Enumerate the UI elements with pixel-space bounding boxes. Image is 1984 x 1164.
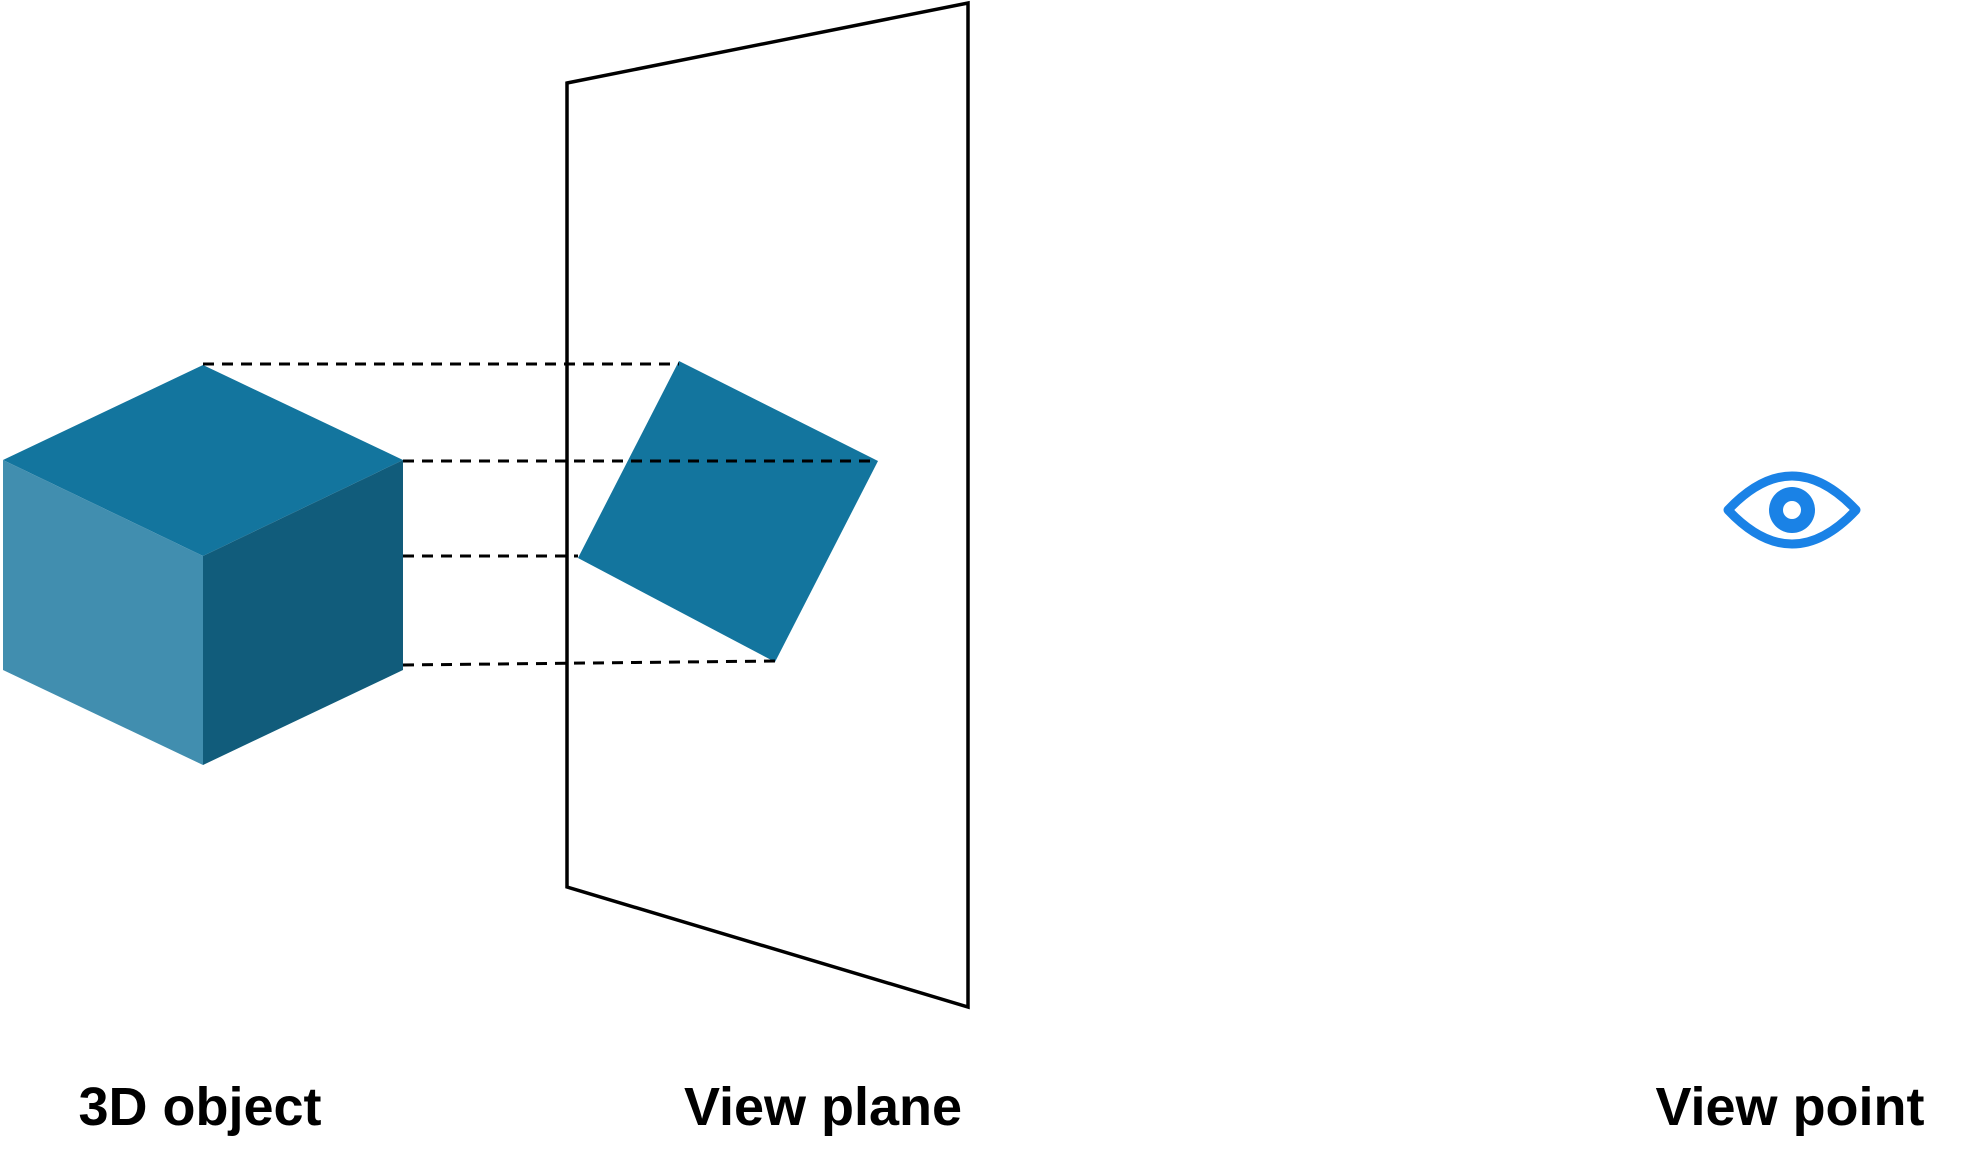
projected-shape: [578, 361, 878, 662]
cube-right-face: [203, 460, 403, 765]
label-view-plane: View plane: [684, 1077, 962, 1137]
label-3d-object: 3D object: [78, 1077, 321, 1137]
eye-icon: [1723, 471, 1861, 549]
eye-outline: [1723, 471, 1861, 549]
projection-lines: [203, 362, 878, 667]
cube: [3, 365, 403, 765]
label-view-point: View point: [1655, 1077, 1924, 1137]
cube-top-face: [3, 365, 403, 556]
eye-pupil: [1783, 501, 1801, 519]
cube-left-face: [3, 460, 203, 765]
projection-line-bottom: [402, 659, 776, 667]
view-plane: [565, 0, 970, 1010]
